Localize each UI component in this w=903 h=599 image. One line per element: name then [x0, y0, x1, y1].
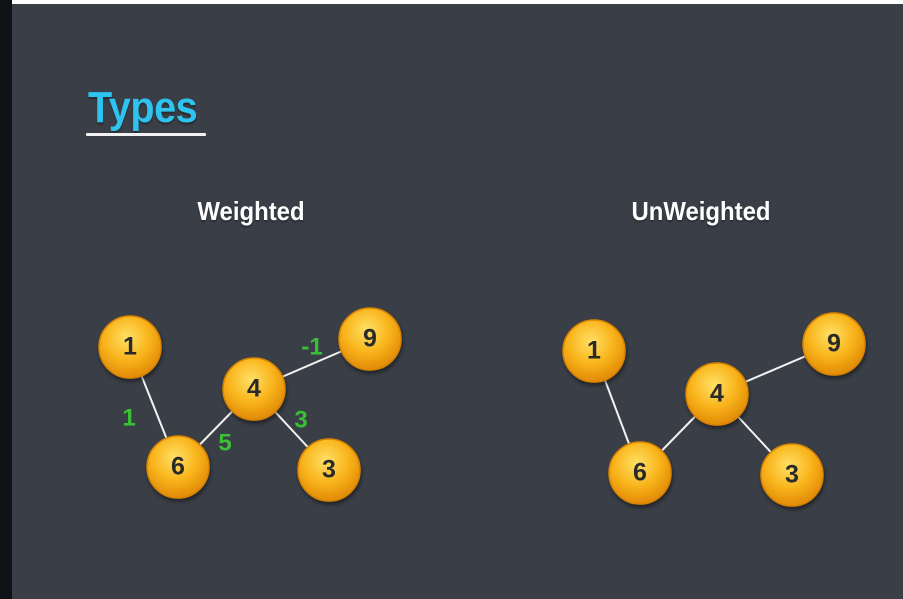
unweighted-node-label-3: 3	[785, 461, 799, 489]
weighted-node-6: 6	[146, 435, 210, 499]
unweighted-node-label-6: 6	[633, 459, 647, 487]
weighted-weight-label-1-6: 1	[122, 404, 135, 431]
weighted-graph: 1 5 -1 3 1 6 4 9 3	[98, 307, 402, 502]
weighted-node-circle-4	[222, 357, 286, 421]
window-edge	[0, 0, 12, 599]
weighted-node-circle-3	[297, 438, 361, 502]
weighted-weight-label-4-3: 3	[294, 406, 307, 433]
weighted-node-3: 3	[297, 438, 361, 502]
weighted-heading: Weighted	[197, 196, 305, 226]
title-underline	[86, 133, 206, 136]
weighted-node-label-1: 1	[123, 333, 137, 361]
slide	[12, 4, 903, 599]
weighted-node-label-9: 9	[363, 325, 377, 353]
weighted-node-circle-6	[146, 435, 210, 499]
weighted-node-label-4: 4	[247, 375, 261, 403]
weighted-node-label-3: 3	[322, 456, 336, 484]
weighted-node-label-6: 6	[171, 453, 185, 481]
unweighted-node-label-1: 1	[587, 337, 601, 365]
unweighted-node-circle-6	[608, 441, 672, 505]
weighted-node-circle-9	[338, 307, 402, 371]
unweighted-graph: 1 6 4 9 3	[562, 312, 866, 507]
unweighted-node-9: 9	[802, 312, 866, 376]
unweighted-node-1: 1	[562, 319, 626, 383]
unweighted-node-circle-4	[685, 362, 749, 426]
unweighted-node-3: 3	[760, 443, 824, 507]
unweighted-node-circle-9	[802, 312, 866, 376]
unweighted-node-6: 6	[608, 441, 672, 505]
unweighted-node-label-4: 4	[710, 380, 724, 408]
unweighted-node-circle-3	[760, 443, 824, 507]
weighted-node-4: 4	[222, 357, 286, 421]
weighted-node-9: 9	[338, 307, 402, 371]
unweighted-node-4: 4	[685, 362, 749, 426]
weighted-weight-label-6-4: 5	[218, 429, 231, 456]
unweighted-node-label-9: 9	[827, 330, 841, 358]
unweighted-heading: UnWeighted	[631, 196, 771, 226]
weighted-node-circle-1	[98, 315, 162, 379]
slide-title: Types	[88, 83, 198, 132]
unweighted-node-circle-1	[562, 319, 626, 383]
weighted-node-1: 1	[98, 315, 162, 379]
weighted-weight-label-4-9: -1	[301, 333, 322, 360]
